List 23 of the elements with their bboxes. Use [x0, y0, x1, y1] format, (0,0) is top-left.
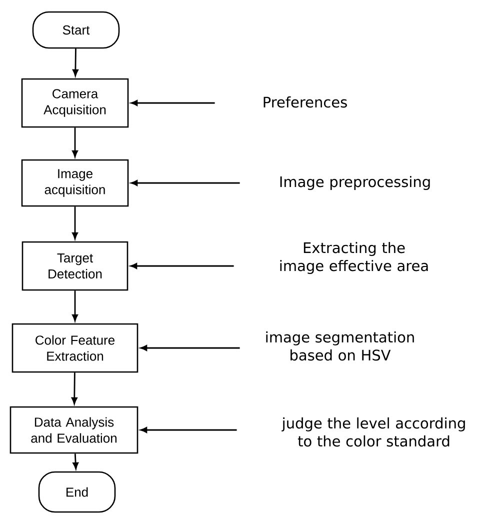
step-note: judge the level according to the color standard: [282, 417, 465, 447]
arrow: [130, 180, 240, 186]
terminal-box: End: [38, 471, 116, 513]
arrow: [140, 427, 237, 433]
process-box: Data Analysis and Evaluation: [10, 406, 138, 454]
process-box: Target Detection: [22, 241, 128, 291]
arrow: [72, 206, 78, 240]
process-box: Color Feature Extraction: [12, 323, 138, 373]
step-note: Preferences: [264, 96, 347, 108]
step-note: Image preprocessing: [280, 176, 430, 190]
arrow: [72, 128, 78, 158]
arrow: [72, 454, 79, 470]
process-box: Camera Acquisition: [21, 78, 129, 128]
step-note: Extracting the image effective area: [280, 242, 428, 274]
arrow: [140, 345, 240, 351]
process-box: Image acquisition: [21, 159, 129, 207]
terminal-box: Start: [32, 11, 120, 49]
arrow: [71, 372, 78, 404]
arrow: [130, 100, 215, 106]
arrow: [72, 48, 78, 76]
step-note: image segmentation based on HSV: [266, 331, 414, 361]
arrow: [72, 290, 78, 322]
arrow: [130, 263, 234, 269]
